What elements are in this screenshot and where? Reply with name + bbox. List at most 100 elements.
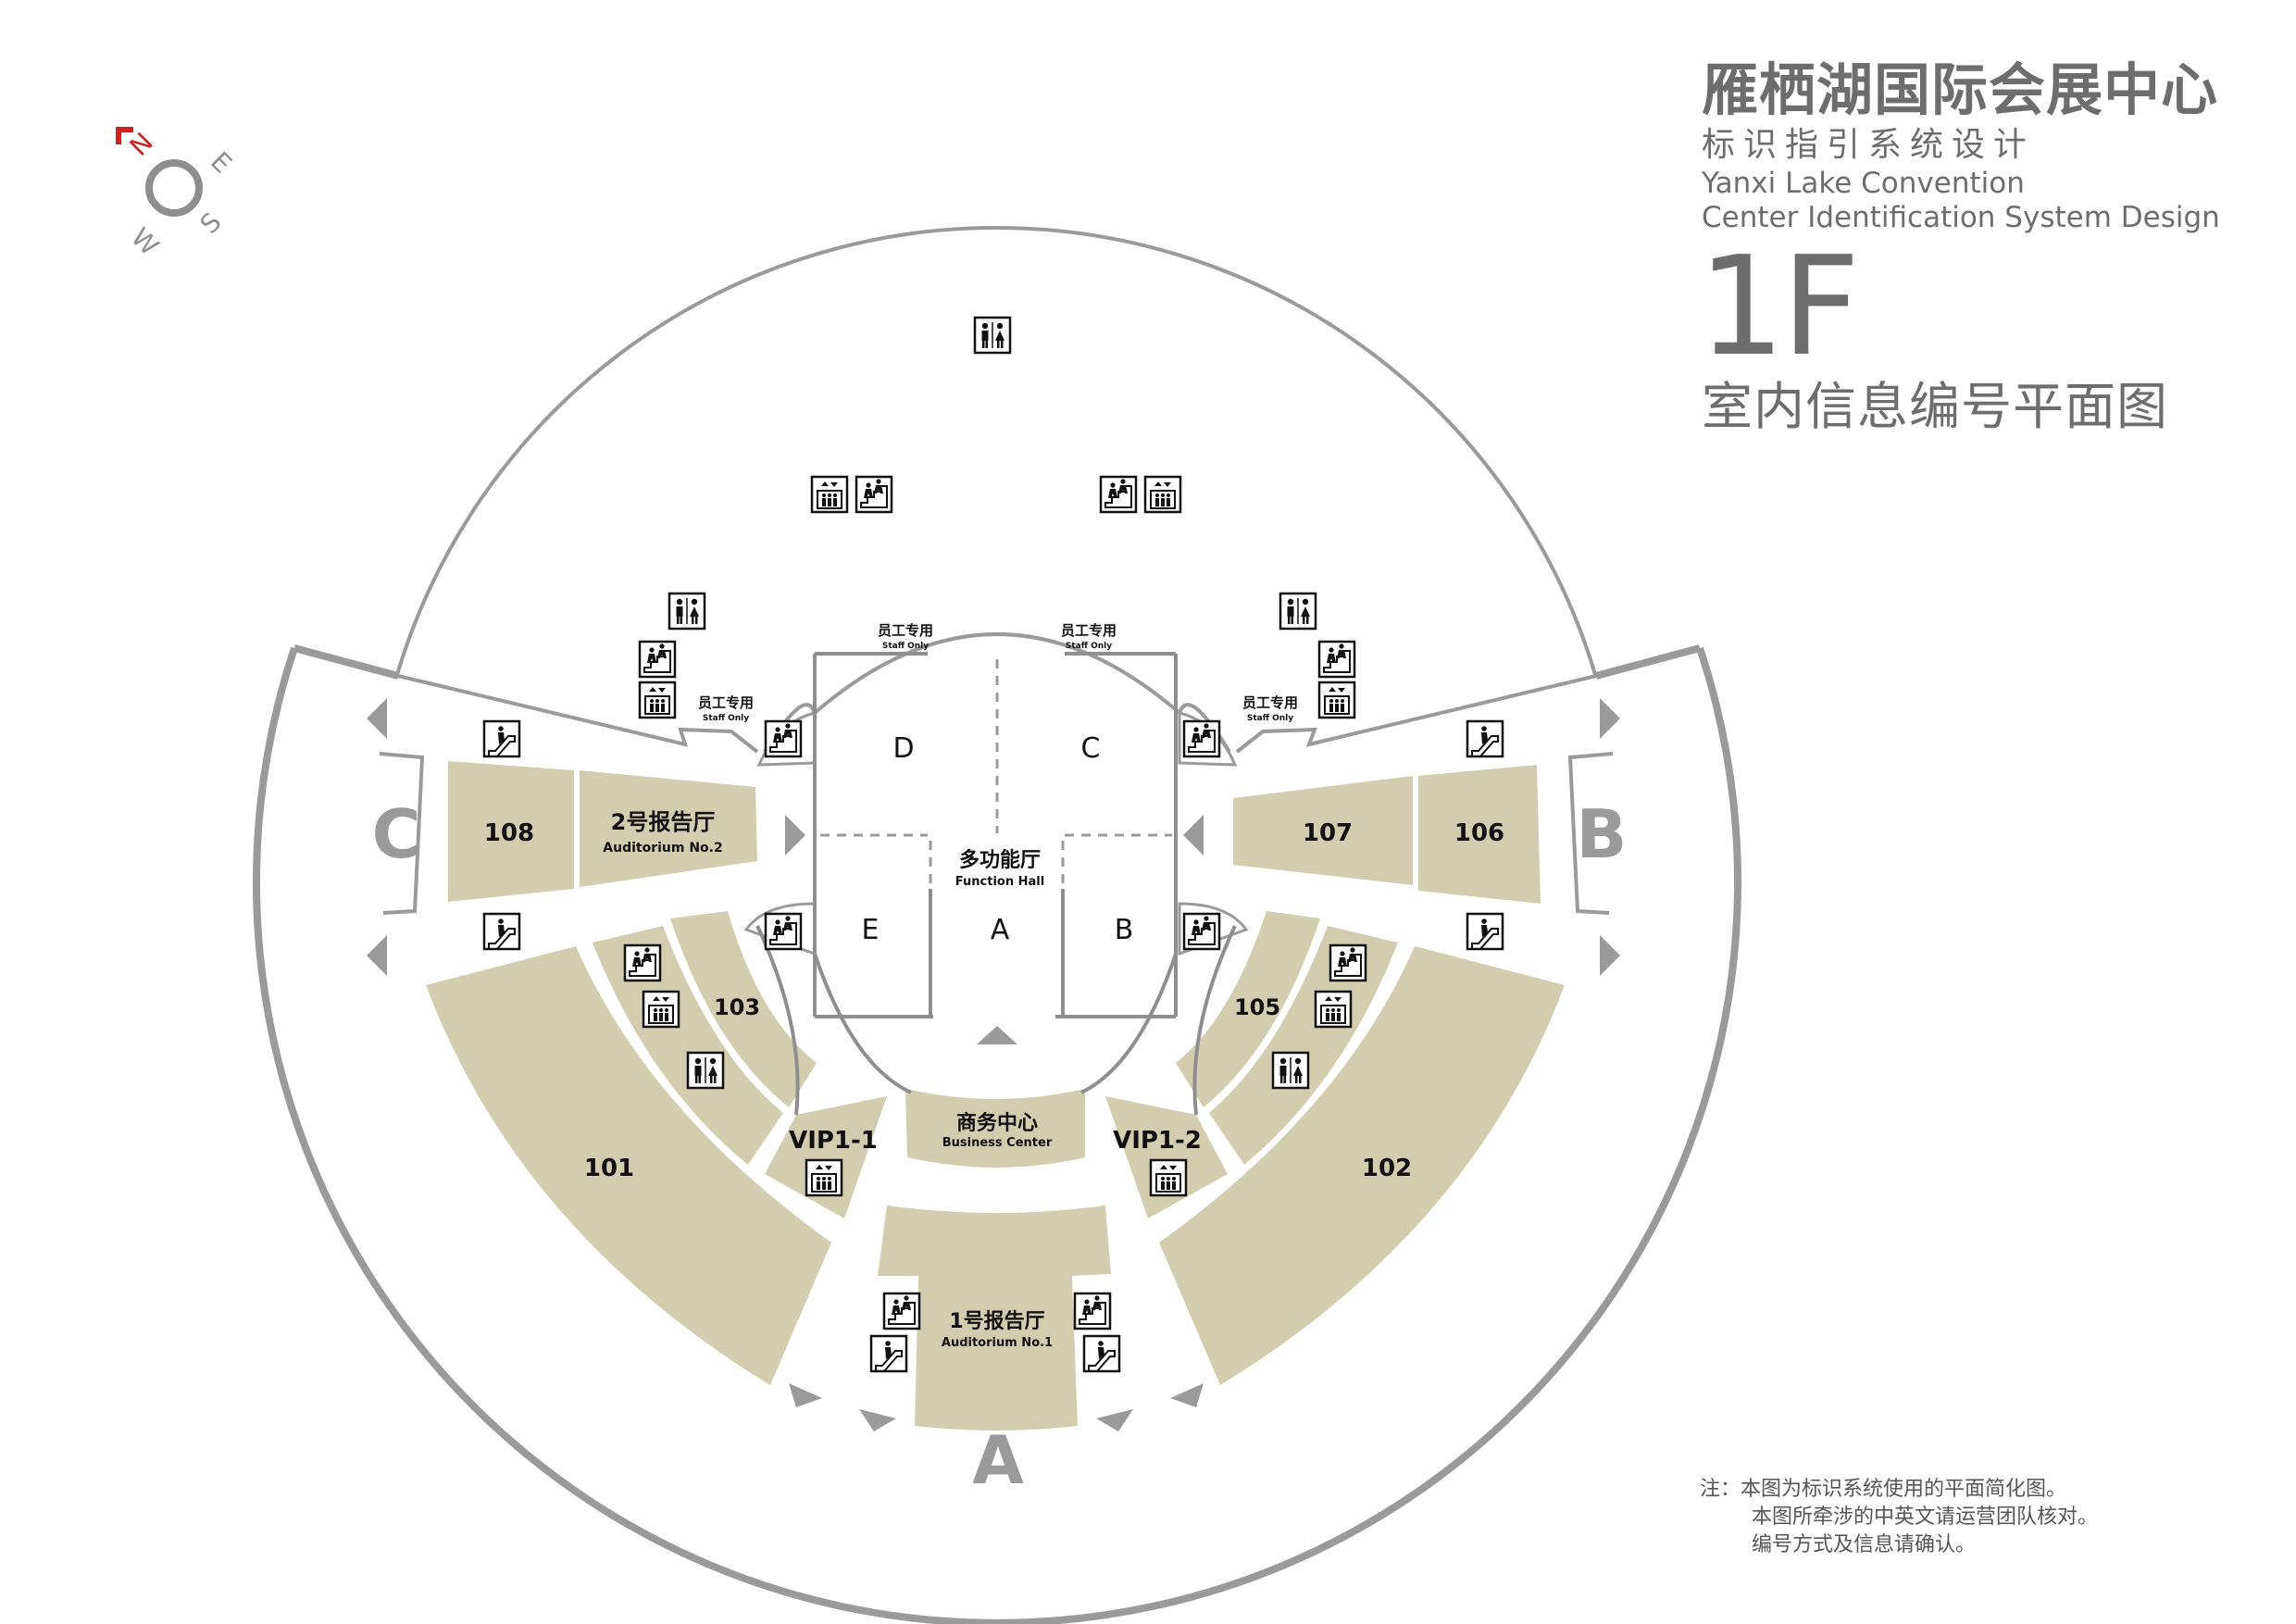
entrance-arrows bbox=[367, 698, 1620, 1431]
escalator-icon bbox=[1466, 912, 1504, 951]
room-vip1-1 bbox=[765, 1096, 887, 1218]
arrow-south-hall bbox=[977, 1026, 1017, 1044]
room-107 bbox=[1233, 776, 1413, 885]
hall-a-label: A bbox=[991, 914, 1010, 946]
arrow-a-right1 bbox=[1170, 1383, 1204, 1407]
function-hall-walls bbox=[755, 652, 1237, 1116]
hall-c-label: C bbox=[1081, 732, 1101, 765]
vip1-2-label: VIP1-2 bbox=[1113, 1127, 1202, 1155]
staff-only-en-label: Staff Only bbox=[882, 642, 929, 651]
room-101 bbox=[426, 946, 831, 1385]
room-102 bbox=[1159, 946, 1565, 1385]
stair-niche-right-low bbox=[1178, 902, 1249, 956]
stairs-icon bbox=[764, 719, 803, 758]
function-hall-dome bbox=[813, 632, 1181, 715]
elevator-icon bbox=[642, 990, 680, 1029]
wall-right-top bbox=[1594, 644, 1702, 680]
room-103-left bbox=[593, 926, 783, 1165]
auditorium-2-label: 2号报告厅 bbox=[611, 809, 716, 835]
center-name-en-line2: Center Identification System Design bbox=[1702, 201, 2220, 234]
elevator-icon bbox=[1314, 990, 1353, 1029]
room-102-label: 102 bbox=[1362, 1155, 1412, 1182]
compass-west: W bbox=[125, 222, 165, 262]
entrance-b-label: B bbox=[1577, 795, 1628, 873]
function-hall-en-label: Function Hall bbox=[955, 875, 1044, 889]
room-auditorium-1 bbox=[878, 1206, 1111, 1430]
arrow-se bbox=[1600, 935, 1620, 976]
room-105 bbox=[1176, 911, 1320, 1107]
arrow-a-left2 bbox=[859, 1409, 896, 1431]
room-auditorium-2 bbox=[580, 770, 757, 887]
stairs-icon bbox=[1182, 912, 1221, 951]
stairs-icon bbox=[638, 640, 677, 679]
function-hall-label: 多功能厅 bbox=[959, 848, 1041, 872]
room-vip1-2 bbox=[1105, 1096, 1228, 1218]
room-106-label: 106 bbox=[1454, 819, 1504, 847]
upper-hall-outline bbox=[394, 226, 1598, 679]
arrow-a-right2 bbox=[1096, 1409, 1133, 1431]
stairs-icon bbox=[1317, 640, 1356, 679]
note-line-3: 编号方式及信息请确认。 bbox=[1752, 1533, 1977, 1556]
outer-wall bbox=[253, 646, 1741, 1624]
compass-east: E bbox=[205, 146, 238, 180]
elevator-icon bbox=[805, 1158, 843, 1197]
restroom-icon bbox=[1279, 592, 1317, 631]
note-line-2: 本图所牵涉的中英文请运营团队核对。 bbox=[1752, 1505, 2099, 1529]
plan-title: 室内信息编号平面图 bbox=[1702, 377, 2169, 436]
floor-number: 1F bbox=[1698, 227, 1860, 386]
inner-corridor-right bbox=[1235, 674, 1597, 754]
title-block: 雁栖湖国际会展中心 标识指引系统设计 Yanxi Lake Convention… bbox=[1698, 57, 2220, 437]
compass-south: S bbox=[194, 206, 228, 240]
escalator-icon bbox=[1466, 719, 1504, 758]
elevator-icon bbox=[1143, 475, 1182, 514]
stairs-icon bbox=[855, 475, 893, 514]
arrow-ne bbox=[1600, 698, 1620, 739]
room-103-label: 103 bbox=[714, 994, 760, 1020]
escalator-icon bbox=[1082, 1334, 1121, 1373]
inner-corridor-left bbox=[397, 674, 759, 754]
staff-only-en-label: Staff Only bbox=[703, 714, 749, 723]
room-108 bbox=[448, 761, 574, 902]
center-name-cn: 雁栖湖国际会展中心 bbox=[1702, 57, 2219, 123]
staff-only-label: 员工专用 bbox=[1242, 694, 1298, 711]
room-105-label: 105 bbox=[1234, 994, 1280, 1020]
auditorium-2-en-label: Auditorium No.2 bbox=[603, 841, 722, 856]
hall-d-label: D bbox=[892, 732, 914, 765]
hall-b-label: B bbox=[1115, 914, 1134, 946]
escalator-icon bbox=[869, 1334, 908, 1373]
stairs-icon bbox=[882, 1292, 921, 1330]
auditorium-1-label: 1号报告厅 bbox=[949, 1310, 1044, 1333]
stairs-icon bbox=[1073, 1292, 1112, 1330]
staff-only-label: 员工专用 bbox=[698, 694, 754, 711]
rooms bbox=[426, 761, 1565, 1430]
subtitle-cn: 标识指引系统设计 bbox=[1702, 126, 2036, 164]
note: 注：本图为标识系统使用的平面简化图。 本图所牵涉的中英文请运营团队核对。 编号方… bbox=[1700, 1476, 2098, 1559]
elevator-icon bbox=[1149, 1158, 1188, 1197]
niche-b bbox=[1567, 752, 1614, 915]
note-line-1: 注：本图为标识系统使用的平面简化图。 bbox=[1700, 1478, 2067, 1501]
restroom-icon bbox=[686, 1051, 725, 1090]
business-center-label: 商务中心 bbox=[956, 1111, 1038, 1135]
staff-only-label: 员工专用 bbox=[1061, 622, 1117, 639]
room-107-label: 107 bbox=[1303, 819, 1353, 847]
room-108-label: 108 bbox=[484, 819, 534, 847]
compass: N E S W bbox=[116, 127, 238, 262]
restroom-icon bbox=[668, 592, 706, 631]
stairs-icon bbox=[764, 912, 803, 951]
arrow-a-left1 bbox=[789, 1383, 822, 1407]
elevator-icon bbox=[638, 681, 677, 719]
arrow-sw bbox=[367, 935, 387, 976]
elevator-icon bbox=[810, 475, 849, 514]
business-center-en-label: Business Center bbox=[942, 1136, 1053, 1150]
arrow-nw bbox=[367, 698, 387, 739]
arrow-east-hall bbox=[1183, 815, 1204, 856]
staff-only-en-label: Staff Only bbox=[1066, 642, 1112, 651]
staff-only-label: 员工专用 bbox=[878, 622, 933, 639]
room-105-right bbox=[1209, 926, 1398, 1165]
auditorium-1-en-label: Auditorium No.1 bbox=[942, 1336, 1053, 1350]
escalator-icon bbox=[482, 912, 521, 951]
center-name-en-line1: Yanxi Lake Convention bbox=[1702, 167, 2025, 200]
staff-only-en-label: Staff Only bbox=[1247, 714, 1293, 723]
wall-left-top bbox=[293, 644, 400, 680]
